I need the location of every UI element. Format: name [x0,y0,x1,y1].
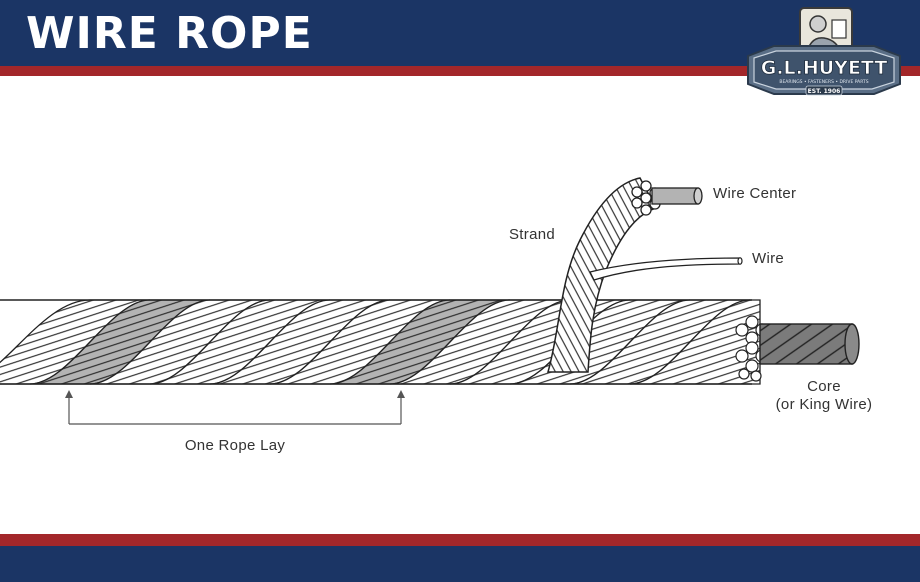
logo-wordmark: G.L.HUYETT [761,57,888,79]
brand-logo: G.L.HUYETT BEARINGS • FASTENERS • DRIVE … [747,7,901,96]
wire-center [651,187,703,205]
label-core-line2: (or King Wire) [775,396,873,413]
label-core-line1: Core [807,378,841,395]
rope-core [759,323,860,365]
rope-strands [0,299,761,385]
logo-established: EST. 1906 [808,88,841,95]
rope-end-strands [735,315,769,382]
rope-body [0,299,761,385]
label-strand: Strand [509,226,555,243]
label-wire: Wire [752,250,785,267]
label-core: Core (or King Wire) [762,378,886,414]
header-accent-stripe [0,66,920,76]
rope-lay-bracket [65,390,405,425]
logo-tagline: BEARINGS • FASTENERS • DRIVE PARTS [779,79,868,85]
footer-accent-stripe [0,534,920,546]
wire-rope-diagram [0,177,860,425]
footer-bar [0,546,920,582]
label-wire-center: Wire Center [713,185,797,202]
page-title: WIRE ROPE [26,8,313,59]
label-one-rope-lay: One Rope Lay [184,437,286,454]
single-wire [589,257,743,281]
